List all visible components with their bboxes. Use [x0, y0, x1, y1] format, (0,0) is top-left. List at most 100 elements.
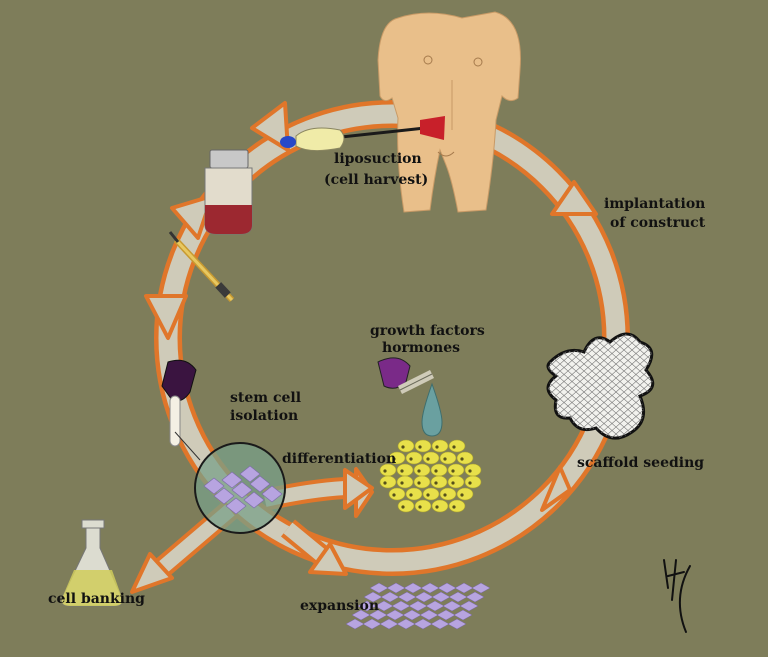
harvest-site-arrow — [420, 116, 445, 140]
fat-cell — [396, 463, 414, 477]
expanded-cell — [453, 609, 473, 621]
fat-cell-nucleus — [435, 445, 439, 449]
label-differentiation: differentiation — [282, 451, 396, 467]
arrowhead-left-lower — [144, 294, 188, 340]
fat-cell — [456, 487, 474, 501]
stem-cell-tube — [161, 359, 201, 461]
label-scaffold-seeding: scaffold seeding — [577, 455, 704, 471]
fat-cell-nucleus — [468, 481, 472, 485]
fat-cell — [439, 487, 457, 501]
fat-cell — [413, 475, 431, 489]
fat-cell — [422, 487, 440, 501]
cell-banking-flask — [61, 519, 123, 607]
label-stem-cell: stem cell — [230, 390, 301, 406]
fat-cell — [447, 463, 465, 477]
isolated-cells — [203, 465, 283, 515]
fat-cell — [413, 463, 431, 477]
scaffold — [546, 332, 655, 440]
fat-cell-nucleus — [434, 469, 438, 473]
fat-cell-nucleus — [418, 445, 422, 449]
label-isolation: isolation — [230, 408, 298, 424]
fat-cell — [388, 451, 406, 465]
fat-cell — [430, 463, 448, 477]
expanded-cell — [471, 582, 491, 594]
human-torso-illustration — [377, 11, 521, 213]
expansion-cell-grid — [345, 582, 491, 630]
syringe — [168, 231, 235, 303]
differentiated-fat-cells — [379, 439, 482, 513]
expanded-cell — [459, 600, 479, 612]
fat-cell — [397, 499, 415, 513]
fat-cell — [379, 475, 397, 489]
fat-cell — [448, 439, 466, 453]
expanded-cell — [447, 618, 467, 630]
fat-cell — [439, 451, 457, 465]
fat-cell-nucleus — [401, 505, 405, 509]
fat-cell-nucleus — [409, 457, 413, 461]
fat-cell-nucleus — [400, 469, 404, 473]
fat-cell-nucleus — [443, 493, 447, 497]
magnifier-circle — [194, 442, 286, 534]
cycle-arrowheads — [144, 101, 598, 518]
label-implantation: implantation — [604, 196, 705, 212]
fat-cell — [388, 487, 406, 501]
fat-cell — [414, 439, 432, 453]
fat-cell-nucleus — [417, 469, 421, 473]
gloved-hand — [295, 127, 345, 152]
fat-cell — [431, 499, 449, 513]
fat-cell-nucleus — [452, 445, 456, 449]
fat-cell — [422, 451, 440, 465]
label-expansion: expansion — [300, 598, 379, 614]
fat-cell-nucleus — [434, 481, 438, 485]
label-cell-banking: cell banking — [48, 591, 145, 607]
expansion-arrow — [281, 519, 348, 576]
label-liposuction: liposuction — [334, 151, 422, 167]
arrowhead-right-top — [550, 180, 598, 216]
fat-cell-nucleus — [392, 457, 396, 461]
fat-cell-nucleus — [392, 493, 396, 497]
arrowhead-top-left — [250, 101, 290, 152]
fat-cell-nucleus — [460, 457, 464, 461]
label-of-construct: of construct — [610, 215, 706, 231]
fat-cell — [447, 475, 465, 489]
fat-cell — [397, 439, 415, 453]
label-hormones: hormones — [382, 340, 460, 356]
fat-cell-nucleus — [383, 469, 387, 473]
fat-cell-nucleus — [460, 493, 464, 497]
fat-cell-nucleus — [401, 445, 405, 449]
arrowhead-right-bottom — [540, 465, 572, 512]
label-cell-harvest: (cell harvest) — [324, 172, 428, 188]
fat-cell — [464, 463, 482, 477]
fat-cell-nucleus — [383, 481, 387, 485]
liposuction-cannula — [280, 116, 445, 152]
expanded-cell — [465, 591, 485, 603]
fat-cell-nucleus — [435, 505, 439, 509]
fat-cell — [414, 499, 432, 513]
fat-cell-nucleus — [451, 469, 455, 473]
growth-factor-drop — [421, 382, 443, 437]
fat-cell-nucleus — [426, 493, 430, 497]
fat-cell-nucleus — [417, 481, 421, 485]
fat-cell — [448, 499, 466, 513]
fat-cell-nucleus — [400, 481, 404, 485]
fat-cell-nucleus — [452, 505, 456, 509]
fat-cell-nucleus — [451, 481, 455, 485]
fat-cell — [430, 475, 448, 489]
harvest-jar — [204, 149, 253, 235]
artist-signature — [663, 559, 691, 633]
fat-cell — [431, 439, 449, 453]
fat-cell-nucleus — [409, 493, 413, 497]
fat-cell — [396, 475, 414, 489]
fat-cell — [456, 451, 474, 465]
label-growth-factors: growth factors — [370, 323, 485, 339]
fat-cell-nucleus — [468, 469, 472, 473]
growth-factor-pipette — [377, 357, 443, 437]
fat-cell — [464, 475, 482, 489]
fat-cell — [405, 451, 423, 465]
fat-cell-nucleus — [418, 505, 422, 509]
diagram-labels: liposuction (cell harvest) implantation … — [48, 151, 706, 614]
fat-cell — [405, 487, 423, 501]
fat-cell-nucleus — [426, 457, 430, 461]
fat-cell-nucleus — [443, 457, 447, 461]
